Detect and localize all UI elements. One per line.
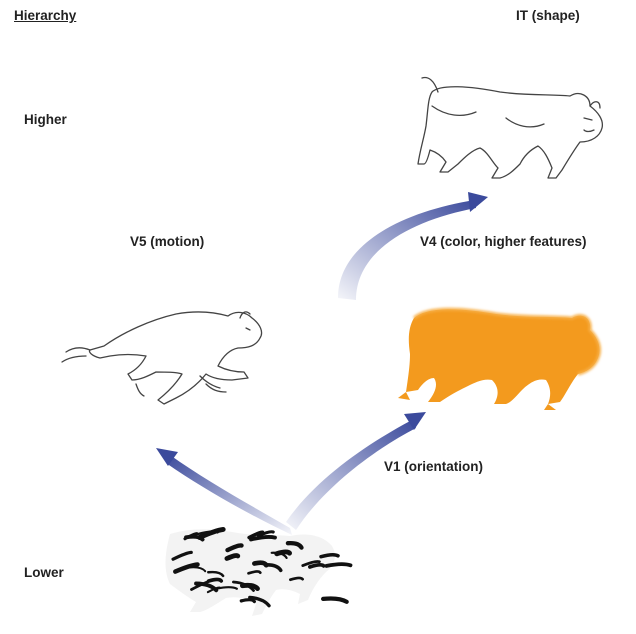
cat-orange-silhouette-icon [398,309,600,410]
tiger-stripe [241,600,254,602]
tiger-stripes-icon [166,529,351,616]
tiger-stripe [323,598,347,601]
cat-shape-outline-icon [418,78,602,178]
tiger-stripe [290,578,302,580]
cat-motion-outline-icon [62,312,262,404]
tiger-stripe [254,563,266,565]
arrow-lower-to-v4 [286,412,426,530]
arrow-lower-to-v5 [156,448,292,535]
arrow-v4-to-it [338,192,488,300]
tiger-stripe [321,555,338,557]
tiger-stripe [310,565,324,567]
tiger-stripe [327,564,351,566]
